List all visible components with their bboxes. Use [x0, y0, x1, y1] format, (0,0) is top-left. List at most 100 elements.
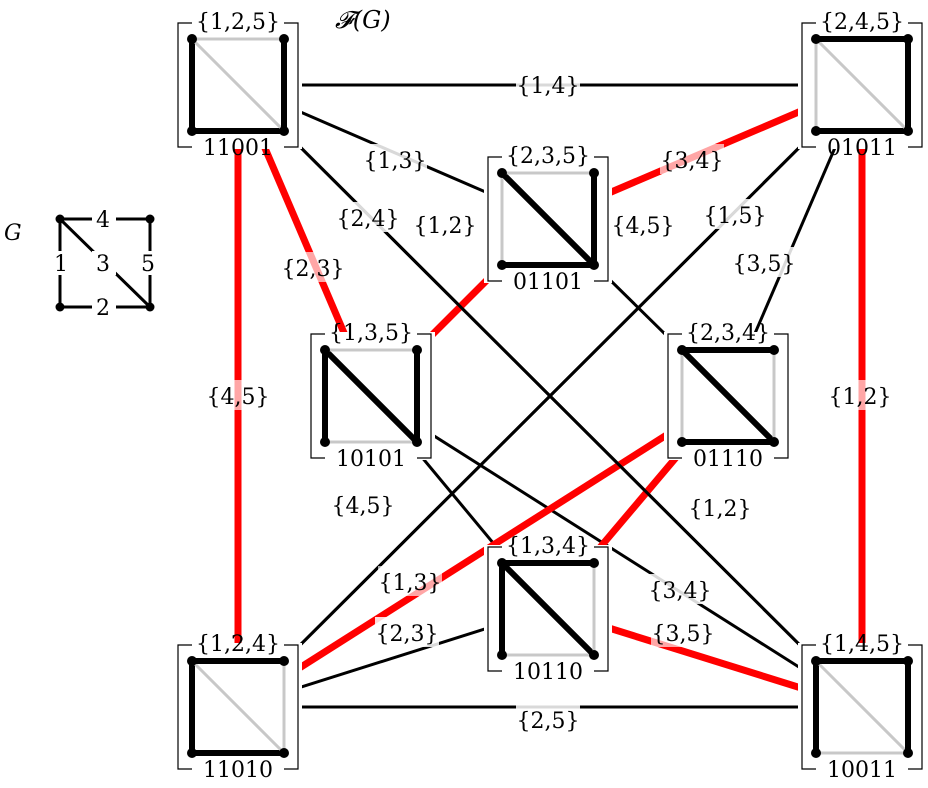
link-label-text: {3,5} — [733, 252, 796, 277]
node-n124: {1,2,4} 11010 — [174, 632, 302, 783]
diagram-title: 𝓕(G) — [335, 6, 391, 34]
node-code-label: 01011 — [827, 136, 897, 161]
link-label-n134-n124: {2,3} — [375, 617, 439, 647]
link-label-n125-n135: {2,3} — [281, 252, 345, 282]
node-frame — [667, 333, 789, 459]
node-set-label: {1,3,4} — [506, 534, 590, 559]
link-label-text: {1,4} — [517, 74, 580, 99]
icon-vertex — [677, 345, 687, 355]
node-set-label: {2,3,5} — [506, 144, 590, 169]
icon-vertex — [589, 558, 599, 568]
icon-vertex — [187, 126, 197, 136]
icon-vertex — [811, 126, 821, 136]
icon-vertex — [187, 34, 197, 44]
icon-edge-3 — [814, 37, 910, 133]
icon-vertex — [279, 748, 289, 758]
icon-vertex — [589, 650, 599, 660]
icon-edge-3 — [190, 37, 286, 133]
icon-vertex — [589, 260, 599, 270]
link-label-text: {3,5} — [652, 622, 715, 647]
graph-g-edge-label-3: 3 — [96, 252, 110, 277]
icon-vertex — [412, 345, 422, 355]
graph-g-edge-label-2: 2 — [96, 296, 110, 321]
link-label-text: {2,4} — [337, 207, 400, 232]
icon-vertex — [903, 748, 913, 758]
link-label-n135-n134: {4,5} — [331, 489, 395, 519]
link-label-n145-n125: {3,4} — [648, 574, 712, 604]
link-label-text: {1,5} — [704, 204, 767, 229]
icon-vertex — [412, 437, 422, 447]
link-label-text: {1,2} — [829, 385, 892, 410]
icon-vertex — [187, 748, 197, 758]
link-label-n235-n234: {4,5} — [611, 209, 675, 239]
icon-vertex — [320, 437, 330, 447]
icon-vertex — [187, 656, 197, 666]
icon-vertex — [497, 650, 507, 660]
icon-vertex — [903, 34, 913, 44]
node-set-label: {1,2,4} — [196, 632, 280, 657]
node-frame — [801, 22, 923, 148]
link-label-text: {1,3} — [379, 571, 442, 596]
node-frame — [177, 644, 299, 770]
link-label-n245-n234: {3,5} — [732, 247, 796, 277]
link-label-n234-n124: {1,3} — [378, 566, 442, 596]
link-label-n124-n145: {2,5} — [516, 704, 580, 734]
link-n145-n125 — [236, 83, 864, 709]
node-code-label: 10101 — [336, 447, 406, 472]
icon-vertex — [811, 748, 821, 758]
link-n135-n145 — [370, 394, 863, 709]
node-n234: {2,3,4}01110 — [664, 321, 792, 472]
node-code-label: 01101 — [513, 270, 583, 295]
node-code-label: 11010 — [203, 758, 273, 783]
node-n135: {1,3,5} 10101 — [307, 321, 435, 472]
link-label-n125-n124: {4,5} — [206, 380, 270, 410]
link-label-text: {3,4} — [661, 149, 724, 174]
node-code-label: 11001 — [203, 136, 273, 161]
link-label-n234-n134: {1,2} — [688, 492, 752, 522]
node-set-label: {1,4,5} — [820, 632, 904, 657]
node-set-label: {1,2,5} — [196, 10, 280, 35]
node-n134: {1,3,4}10110 — [484, 534, 612, 685]
icon-edge-3 — [679, 347, 777, 445]
link-label-n125-n145: {2,4} — [336, 202, 400, 232]
nodes-layer: {1,2,5} 11001 {2,4,5} 01011 {2,3,5} 01101 {1,3… — [174, 10, 926, 783]
icon-vertex — [497, 558, 507, 568]
link-label-text: {3,4} — [649, 579, 712, 604]
node-frame — [310, 333, 432, 459]
icon-vertex — [903, 126, 913, 136]
graph-g-name: G — [4, 221, 22, 246]
icon-edge-3 — [190, 659, 286, 755]
icon-vertex — [903, 656, 913, 666]
icon-vertex — [589, 168, 599, 178]
node-set-label: {2,4,5} — [820, 10, 904, 35]
node-frame — [801, 644, 923, 770]
node-set-label: {1,3,5} — [329, 321, 413, 346]
link-label-text: {4,5} — [332, 494, 395, 519]
node-code-label: 01110 — [693, 447, 763, 472]
node-frame — [487, 156, 609, 282]
icon-vertex — [677, 437, 687, 447]
icon-vertex — [497, 260, 507, 270]
icon-vertex — [279, 656, 289, 666]
node-frame — [177, 22, 299, 148]
link-label-text: {1,3} — [364, 149, 427, 174]
graph-g: G 4 2 1 5 3 — [4, 207, 160, 321]
icon-vertex — [769, 345, 779, 355]
link-label-text: {1,2} — [689, 497, 752, 522]
node-n235: {2,3,5} 01101 — [484, 144, 612, 295]
icon-vertex — [279, 126, 289, 136]
node-n145: {1,4,5}10011 — [798, 632, 926, 783]
icon-vertex — [320, 345, 330, 355]
node-frame — [487, 546, 609, 672]
link-labels-layer: {1,4} {1,3} {2,4} {2,3} {4,5} {3,4} {1,5} {3,5}… — [206, 69, 892, 734]
link-label-text: {2,3} — [282, 257, 345, 282]
icon-edge-3 — [322, 347, 420, 445]
link-label-text: {2,5} — [517, 709, 580, 734]
icon-vertex — [811, 34, 821, 44]
graph-g-edge-label-4: 4 — [96, 208, 110, 233]
icon-edge-3 — [814, 659, 910, 755]
link-label-n245-n124: {1,5} — [703, 199, 767, 229]
icon-vertex — [497, 168, 507, 178]
link-label-text: {2,3} — [376, 622, 439, 647]
